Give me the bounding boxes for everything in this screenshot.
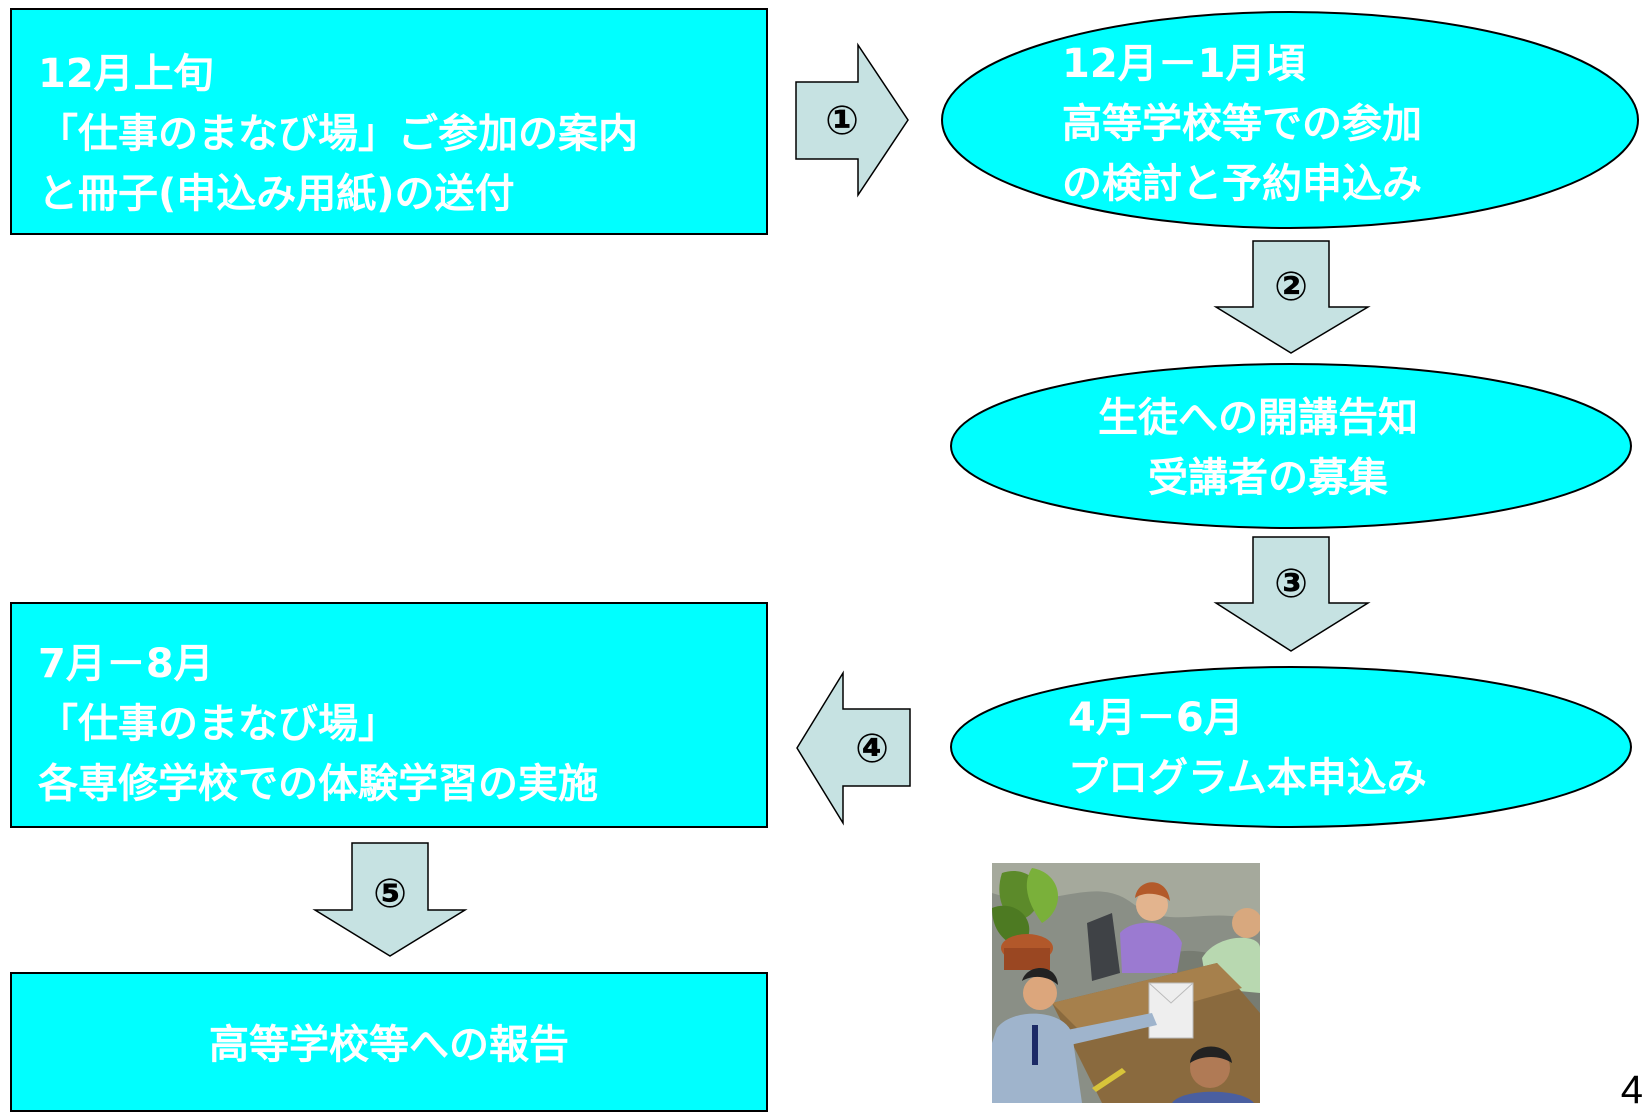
- step-5-line-2: 「仕事のまなび場」: [38, 701, 398, 747]
- step-4-line-2: プログラム本申込み: [1068, 755, 1427, 801]
- step-2-line-2: 高等学校等での参加: [1062, 101, 1422, 147]
- arrow-1: ①: [795, 42, 909, 198]
- arrow-2: ②: [1213, 240, 1371, 354]
- arrow-3-label: ③: [1274, 561, 1308, 607]
- arrow-1-label: ①: [825, 98, 859, 144]
- step-2-line-3: の検討と予約申込み: [1062, 161, 1422, 207]
- arrow-2-label: ②: [1274, 264, 1308, 310]
- arrow-3: ③: [1213, 536, 1371, 652]
- step-2-line-1: 12月－1月頃: [1062, 41, 1306, 87]
- meeting-clipart-image: [992, 863, 1260, 1103]
- step-2-ellipse: [941, 11, 1639, 229]
- step-3-line-1: 生徒への開講告知: [1098, 395, 1418, 441]
- step-1-box: 12月上旬 「仕事のまなび場」ご参加の案内 と冊子(申込み用紙)の送付: [10, 8, 768, 235]
- step-4-line-1: 4月－6月: [1068, 695, 1244, 741]
- arrow-5: ⑤: [312, 842, 468, 957]
- step-1-line-3: と冊子(申込み用紙)の送付: [38, 171, 515, 217]
- page-number: 4: [1620, 1068, 1643, 1112]
- step-3-line-2: 受講者の募集: [1148, 455, 1388, 501]
- step-3-ellipse: [950, 363, 1632, 529]
- step-5-line-1: 7月－8月: [38, 641, 214, 687]
- step-2-text: 12月－1月頃 高等学校等での参加 の検討と予約申込み: [1062, 34, 1542, 214]
- arrow-4: ④: [796, 670, 911, 826]
- step-3-text: 生徒への開講告知 受講者の募集: [1098, 388, 1518, 508]
- step-5-box: 7月－8月 「仕事のまなび場」 各専修学校での体験学習の実施: [10, 602, 768, 828]
- step-6-box: 高等学校等への報告: [10, 972, 768, 1112]
- step-5-line-3: 各専修学校での体験学習の実施: [38, 761, 598, 807]
- meeting-clipart: [992, 863, 1260, 1103]
- arrow-4-label: ④: [855, 726, 889, 772]
- step-6-line-1: 高等学校等への報告: [209, 1022, 569, 1068]
- step-4-ellipse: [950, 666, 1632, 828]
- step-1-line-2: 「仕事のまなび場」ご参加の案内: [38, 111, 638, 157]
- arrow-5-label: ⑤: [373, 871, 407, 917]
- step-1-line-1: 12月上旬: [38, 51, 214, 97]
- step-4-text: 4月－6月 プログラム本申込み: [1068, 688, 1508, 808]
